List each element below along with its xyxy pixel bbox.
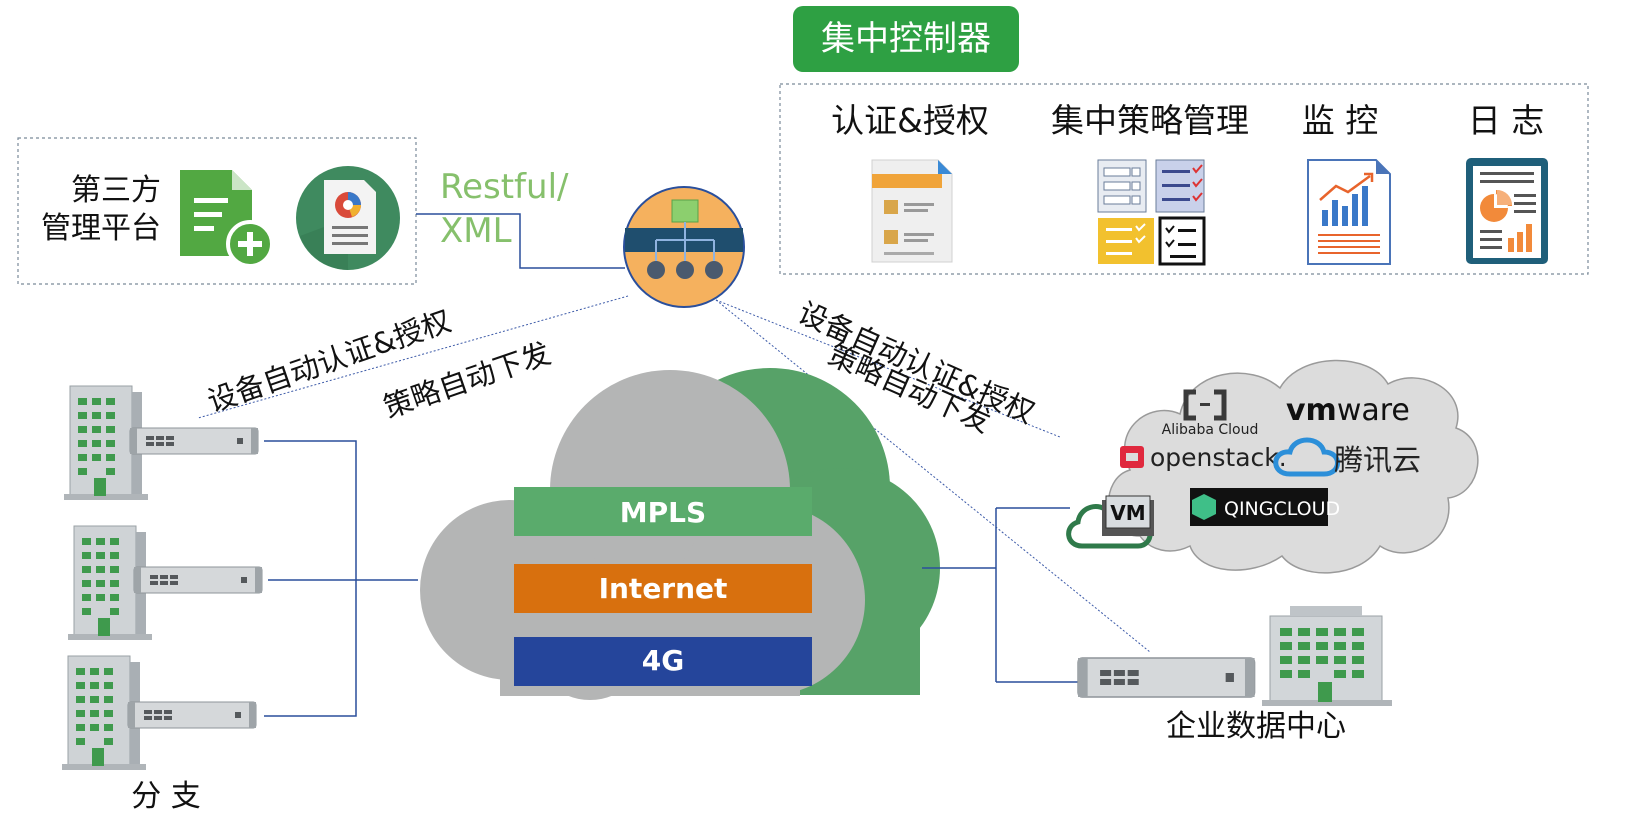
tencent-cloud-logo-icon: 腾讯云 <box>1273 437 1421 477</box>
link-dotted-branch <box>197 295 629 419</box>
branch-building-2 <box>67 525 153 641</box>
mpls-label: MPLS <box>620 496 706 529</box>
svg-text:vmware: vmware <box>1286 393 1410 428</box>
alibaba-cloud-logo-icon: Alibaba Cloud <box>1162 389 1259 438</box>
module-label-monitor: 监 控 <box>1302 101 1379 140</box>
third-party-box <box>17 137 417 285</box>
vmware-ware: ware <box>1337 393 1410 428</box>
api-label-line2: XML <box>440 211 512 251</box>
monitoring-chart-icon <box>1307 159 1391 265</box>
branch-router-2[interactable] <box>133 566 263 594</box>
mpls-band <box>514 487 812 536</box>
wan-band-mpls: MPLS <box>514 487 812 536</box>
branch-building-3 <box>61 655 147 771</box>
branch-connection-lines <box>264 440 418 717</box>
4g-label: 4G <box>642 644 684 677</box>
openstack-logo-icon: openstack. <box>1120 443 1287 472</box>
vm-badge-label: VM <box>1110 501 1145 525</box>
datacenter-label: 企业数据中心 <box>1166 709 1346 744</box>
controller-modules-box <box>779 83 1589 275</box>
alibaba-cloud-label: Alibaba Cloud <box>1162 422 1259 438</box>
vmware-logo-icon: vmware <box>1286 393 1410 428</box>
log-report-icon <box>1466 158 1548 264</box>
module-label-auth: 认证&授权 <box>831 101 989 140</box>
branch-label: 分 支 <box>131 779 201 814</box>
third-party-label-line2: 管理平台 <box>41 211 161 246</box>
qingcloud-label: QINGCLOUD <box>1224 498 1340 520</box>
policy-checklist-icon <box>1097 159 1206 266</box>
vmware-vm: vm <box>1286 393 1337 428</box>
vm-cloud-icon: VM <box>1066 495 1154 549</box>
third-party-label-line1: 第三方 <box>71 173 161 208</box>
datacenter-connection-lines <box>922 507 1078 683</box>
link-dotted-cloud <box>715 299 1061 438</box>
wan-band-4g: 4G <box>514 637 812 686</box>
module-label-log: 日 志 <box>1468 101 1545 140</box>
module-label-policy: 集中策略管理 <box>1051 101 1249 140</box>
report-disc-icon <box>296 166 400 270</box>
controller-title-button[interactable]: 集中控制器 <box>793 6 1019 72</box>
branch-building-1 <box>63 385 149 501</box>
add-document-icon <box>180 170 274 268</box>
qingcloud-logo-icon: QINGCLOUD <box>1190 488 1340 526</box>
openstack-label: openstack. <box>1150 443 1287 472</box>
wan-band-internet: Internet <box>514 564 812 613</box>
api-label-line1: Restful/ <box>440 167 569 207</box>
datacenter-building <box>1262 606 1392 706</box>
link-dotted-datacenter <box>715 299 1151 653</box>
api-connection-line <box>416 213 625 269</box>
controller-node-icon[interactable] <box>623 186 745 308</box>
internet-band <box>514 564 812 613</box>
datacenter-router[interactable] <box>1077 657 1256 698</box>
4g-band <box>514 637 812 686</box>
branch-router-3[interactable] <box>127 701 257 729</box>
auth-document-icon <box>871 159 953 263</box>
branch-router-1[interactable] <box>129 427 259 455</box>
controller-title: 集中控制器 <box>821 19 991 59</box>
internet-label: Internet <box>599 572 728 605</box>
tencent-cloud-label: 腾讯云 <box>1334 443 1421 477</box>
